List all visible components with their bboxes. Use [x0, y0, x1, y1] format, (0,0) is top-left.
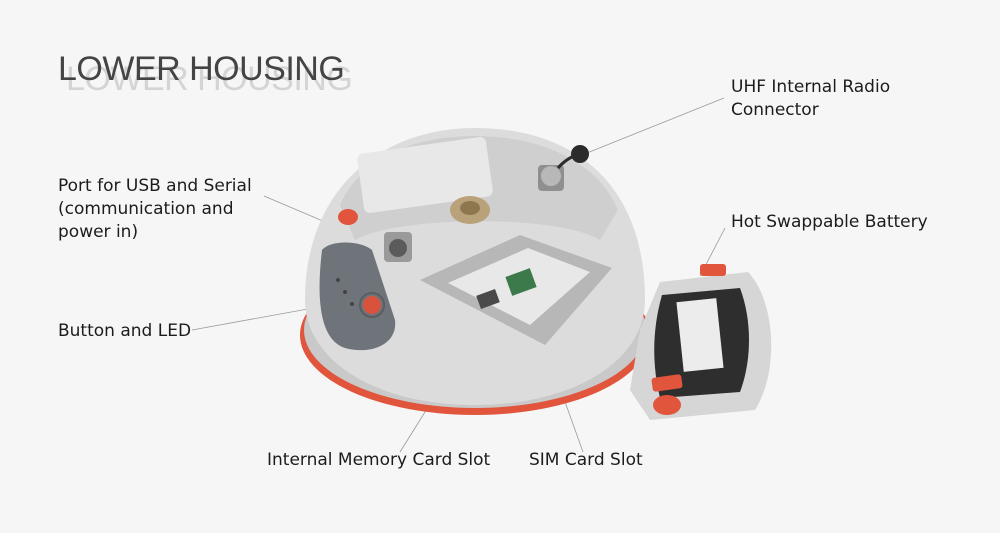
battery-label — [676, 298, 724, 372]
receiver-housing — [300, 128, 650, 415]
label-usb-line3: power in) — [58, 222, 139, 242]
title-shadow: LOWER HOUSING — [66, 60, 353, 98]
label-memory-card-slot: Internal Memory Card Slot — [267, 450, 491, 470]
label-plate — [357, 137, 493, 213]
label-sim-card-slot: SIM Card Slot — [529, 450, 643, 470]
memory-card-slot — [476, 289, 500, 309]
led-1 — [336, 278, 340, 282]
page-title: LOWER HOUSING — [58, 50, 345, 88]
label-uhf-connector: UHF Internal Radio Connector — [731, 76, 890, 122]
power-button-ring — [359, 292, 385, 318]
led-3 — [350, 302, 354, 306]
usb-port-connector — [389, 239, 407, 257]
label-usb-line2: (communication and — [58, 199, 234, 219]
label-usb-serial-port: Port for USB and Serial (communication a… — [58, 175, 252, 244]
label-battery: Hot Swappable Battery — [731, 212, 928, 232]
uhf-cap-strap — [556, 152, 581, 169]
label-button-led: Button and LED — [58, 321, 192, 341]
label-uhf-line1: UHF Internal Radio — [731, 77, 891, 97]
button-panel — [319, 242, 396, 351]
battery-latch-top — [700, 264, 726, 276]
battery-latch-bottom — [653, 395, 681, 415]
leader-line-uhf — [581, 97, 725, 156]
red-latch-left — [338, 209, 358, 225]
mount-thread-inner — [460, 201, 480, 215]
sim-card-slot — [505, 268, 537, 296]
label-uhf-line2: Connector — [731, 100, 819, 120]
battery-latch-side — [651, 374, 683, 392]
led-2 — [343, 290, 347, 294]
uhf-connector — [541, 166, 561, 186]
battery-pack — [630, 264, 772, 420]
label-usb-line1: Port for USB and Serial — [58, 176, 252, 196]
power-button — [363, 296, 381, 314]
